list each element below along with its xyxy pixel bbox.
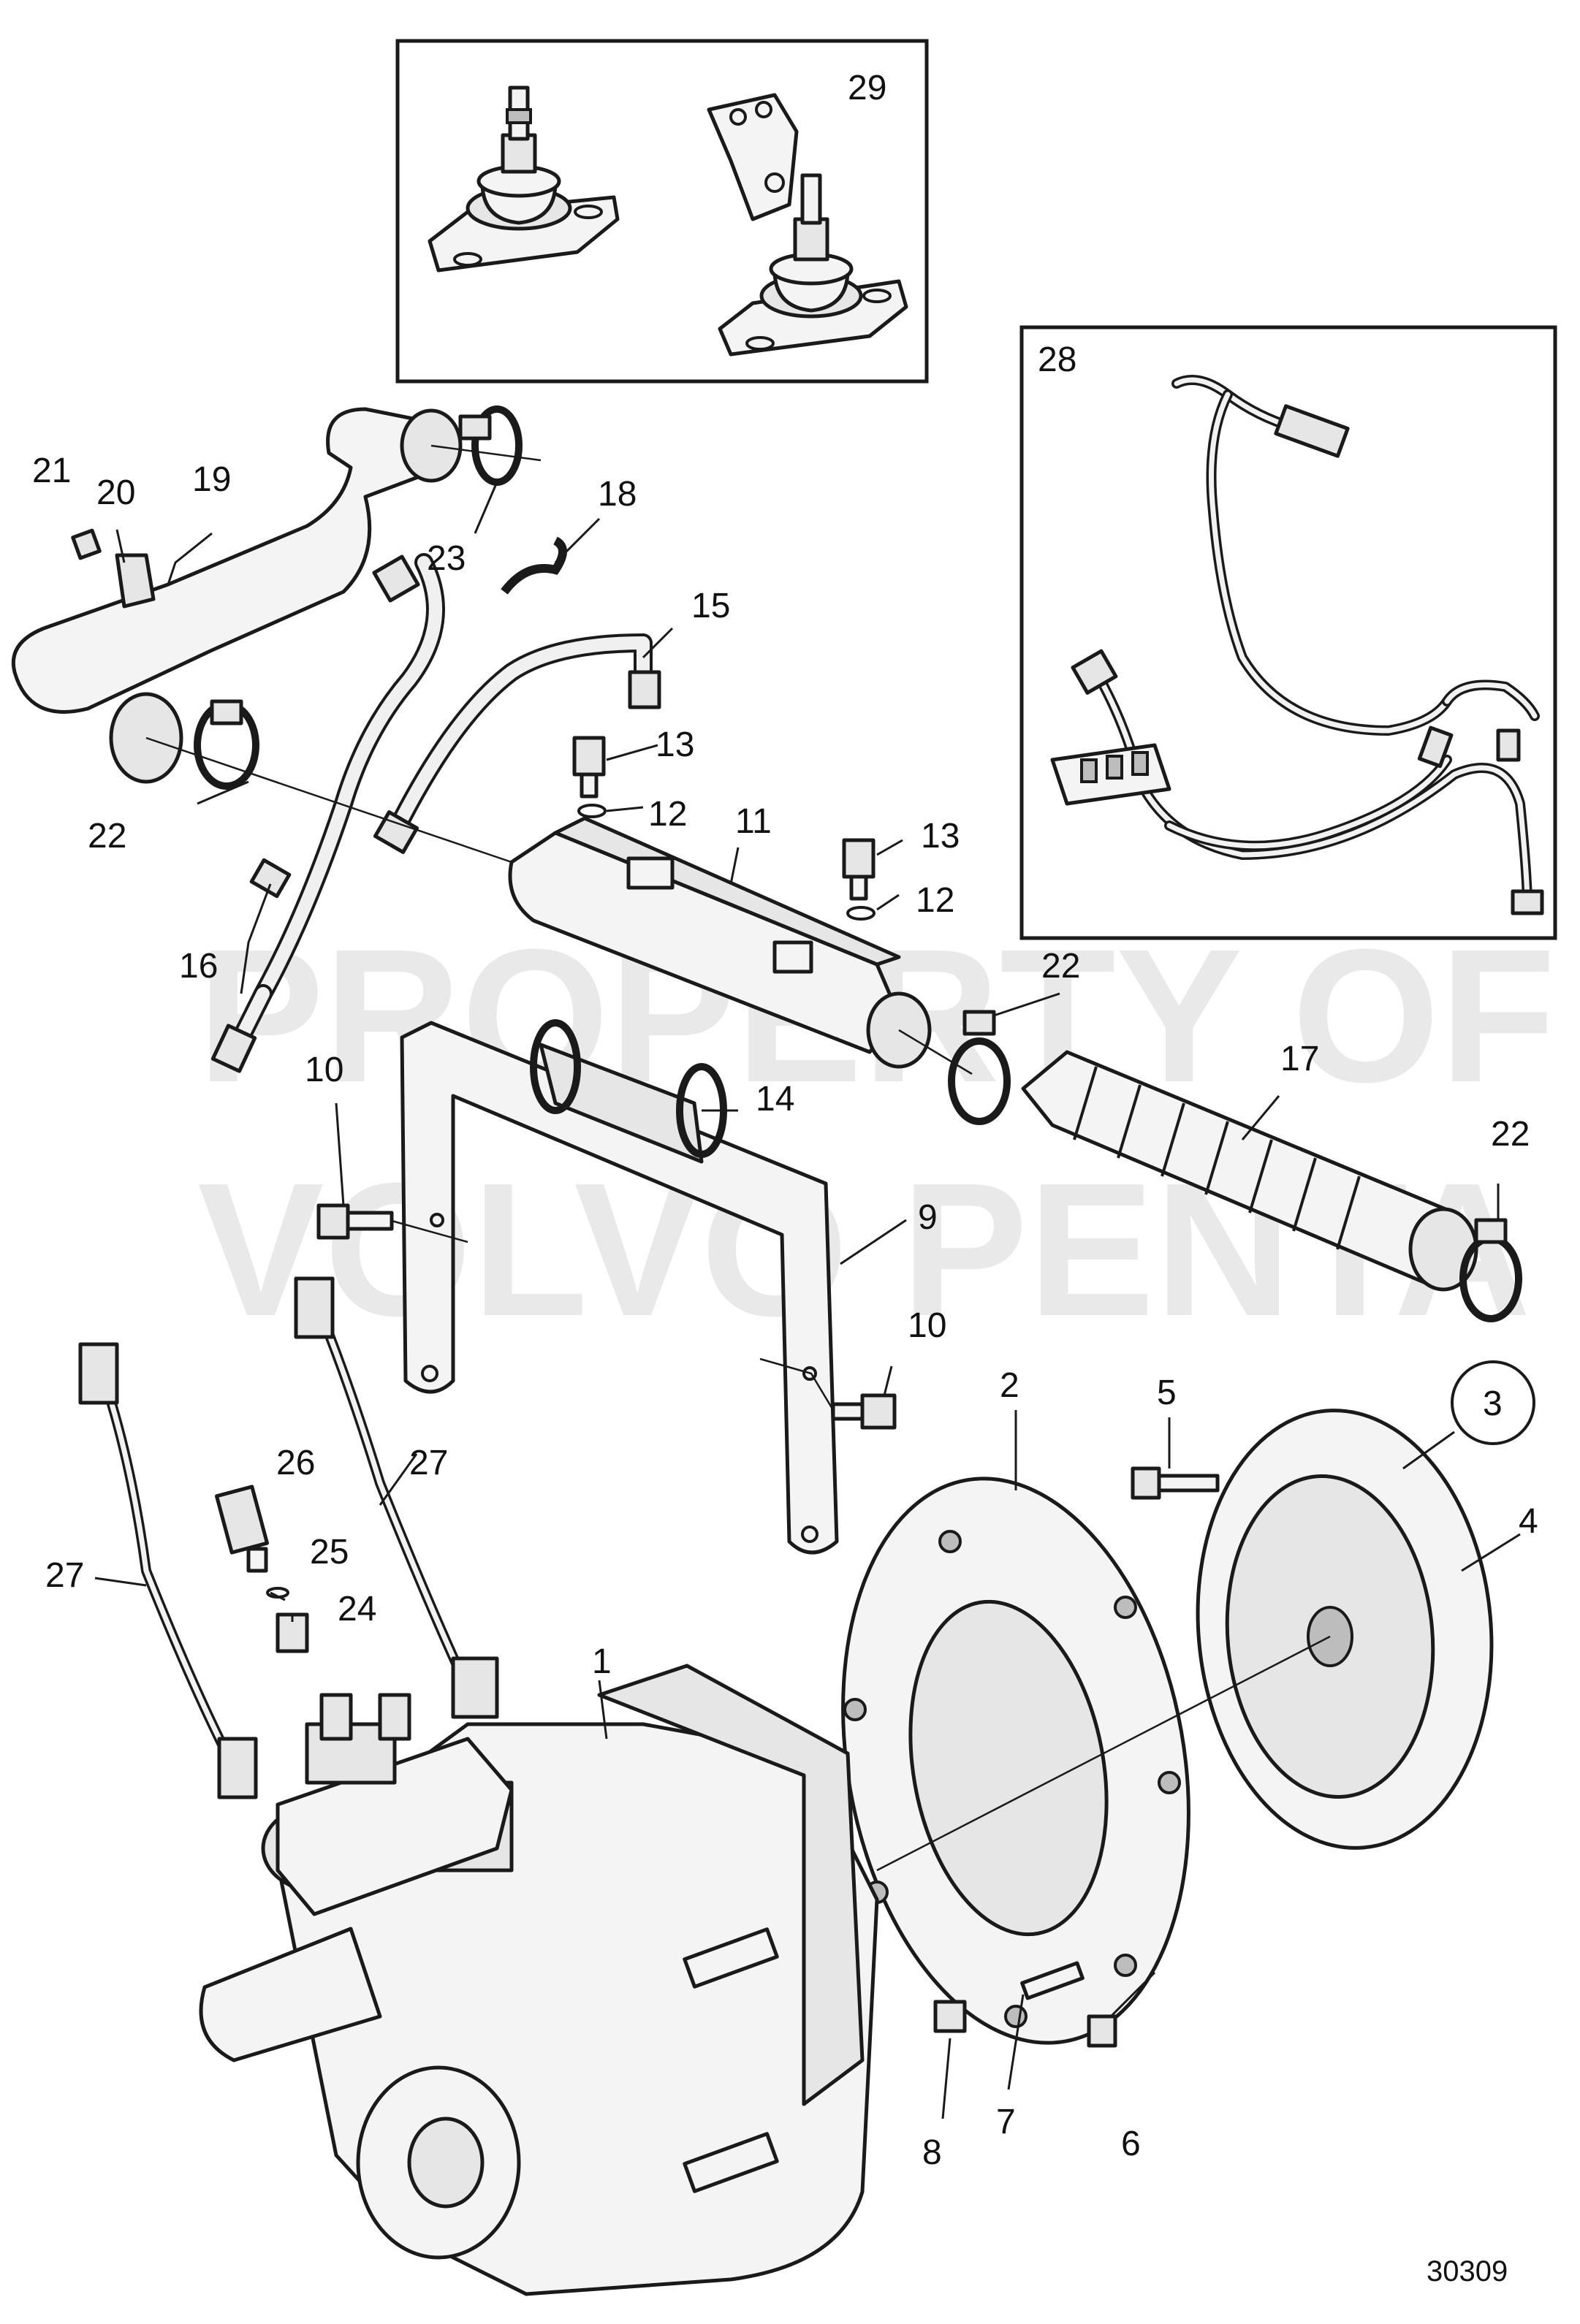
hose-15 bbox=[385, 633, 661, 842]
callout-16: 16 bbox=[179, 947, 218, 986]
callout-29: 29 bbox=[848, 69, 886, 107]
washer-12-left bbox=[577, 804, 607, 818]
callout-9: 9 bbox=[918, 1198, 938, 1237]
callout-18: 18 bbox=[598, 475, 637, 514]
callout-11: 11 bbox=[735, 802, 772, 841]
inset-engine-mounts: 29 bbox=[395, 39, 929, 384]
callout-circle-3 bbox=[1451, 1360, 1535, 1445]
callout-25: 25 bbox=[310, 1533, 349, 1571]
callout-19: 19 bbox=[192, 460, 231, 499]
flexible-coupling bbox=[1196, 1409, 1494, 1850]
bracket-9 bbox=[400, 1021, 839, 1555]
callout-12-right: 12 bbox=[916, 881, 954, 920]
callout-4: 4 bbox=[1519, 1502, 1538, 1541]
clamp-22-middle bbox=[948, 1010, 1011, 1125]
callout-15: 15 bbox=[691, 587, 730, 625]
bracket-20 bbox=[115, 553, 156, 609]
screw-6 bbox=[1087, 2014, 1117, 2048]
callout-labels: 1 2 3 4 5 6 7 8 9 10 10 11 12 12 13 13 1… bbox=[32, 452, 1538, 2287]
callout-26: 26 bbox=[276, 1444, 315, 1482]
callout-23: 23 bbox=[427, 539, 466, 578]
hose-clamp-23 bbox=[458, 405, 523, 486]
callout-2: 2 bbox=[1000, 1366, 1019, 1405]
screw-5 bbox=[1131, 1466, 1220, 1500]
fitting-13-left bbox=[572, 736, 606, 799]
callout-13-right: 13 bbox=[921, 817, 960, 856]
screw-21 bbox=[71, 528, 102, 560]
stud-7 bbox=[1020, 1961, 1085, 2000]
callout-1: 1 bbox=[592, 1642, 612, 1681]
callout-20: 20 bbox=[96, 473, 135, 512]
callout-17: 17 bbox=[1280, 1040, 1319, 1078]
inset-wiring-harness: 28 bbox=[1019, 325, 1557, 940]
callout-3: 3 bbox=[1483, 1384, 1503, 1423]
figure-number: 30309 bbox=[1427, 2255, 1508, 2287]
reverse-gearbox bbox=[199, 1664, 879, 2296]
fitting-13-right bbox=[842, 838, 876, 901]
callout-14: 14 bbox=[756, 1080, 794, 1119]
leader-lines bbox=[94, 481, 1521, 2119]
callout-24: 24 bbox=[338, 1590, 376, 1628]
callout-27-right: 27 bbox=[409, 1444, 448, 1482]
pipe-clip-18 bbox=[501, 536, 567, 595]
sensor-cable-27-left bbox=[78, 1342, 258, 1799]
sensor-cable-27-right bbox=[294, 1276, 499, 1719]
adapter-plate bbox=[841, 1477, 1190, 2045]
callout-27-left: 27 bbox=[45, 1556, 84, 1595]
callout-6: 6 bbox=[1121, 2125, 1141, 2163]
callout-22-middle: 22 bbox=[1041, 947, 1080, 986]
callout-10-lower: 10 bbox=[908, 1306, 946, 1345]
callout-10-upper: 10 bbox=[305, 1051, 343, 1089]
assembly-axis-lines bbox=[145, 444, 1331, 1872]
screw-10-lower bbox=[831, 1393, 897, 1430]
engine-mount-right bbox=[707, 93, 908, 357]
washer-12-right bbox=[846, 906, 876, 921]
callout-28: 28 bbox=[1038, 340, 1076, 379]
callout-8: 8 bbox=[922, 2133, 942, 2172]
callout-21: 21 bbox=[32, 452, 71, 490]
callout-22-right: 22 bbox=[1491, 1115, 1530, 1154]
engine-mount-left bbox=[428, 85, 620, 273]
callout-5: 5 bbox=[1157, 1374, 1177, 1412]
pressure-sensor-26 bbox=[214, 1485, 270, 1573]
hose-16 bbox=[210, 553, 445, 1073]
callout-12-left: 12 bbox=[648, 795, 687, 834]
nut-8 bbox=[933, 2000, 967, 2033]
hose-clamp-22-upper bbox=[194, 699, 259, 790]
callout-7: 7 bbox=[996, 2103, 1016, 2141]
clamp-22-right bbox=[1459, 1218, 1522, 1322]
callout-22-upper: 22 bbox=[88, 817, 126, 856]
callout-13-left: 13 bbox=[656, 725, 694, 764]
screw-10-upper bbox=[316, 1203, 394, 1240]
